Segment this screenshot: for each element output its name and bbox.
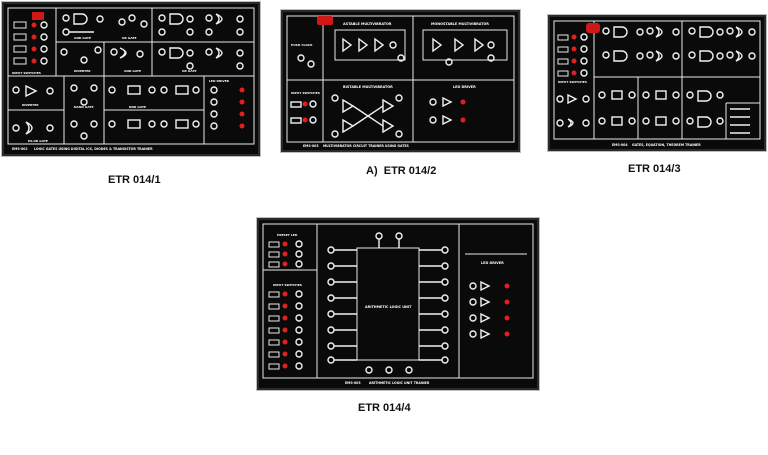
panel-2-circuit: ASTABLE MULTIVIBRATOR MONOSTABLE MULTIVI… — [286, 15, 515, 148]
label-input-switches: INPUT SWITCHES — [273, 283, 302, 287]
label-led-driver: LED DRIVER — [481, 261, 504, 265]
brand-badge — [317, 16, 333, 25]
led-driver-leds — [504, 283, 510, 337]
panel-1-footer-code: EMS-002 — [12, 147, 28, 151]
led-driver-leds — [239, 87, 245, 129]
label-led-driver: LED DRIVER — [209, 79, 230, 83]
label-preset-led: PRESET LED — [277, 233, 298, 237]
preset-leds — [268, 240, 303, 268]
label-or-gate-2: OR GATE — [182, 69, 197, 73]
label-nand-gate: NAND GATE — [74, 105, 94, 109]
label-astable-multivibrator: ASTABLE MULTIVIBRATOR — [343, 22, 392, 26]
caption-etr-014-4: ETR 014/4 — [358, 402, 411, 414]
trainer-panel-etr-014-4: PRESET LED INPUT SWITCHES ARITHMETIC LOG… — [257, 218, 539, 390]
label-bistable-multivibrator: BISTABLE MULTIVIBRATOR — [343, 85, 393, 89]
label-and-gate-2: AND GATE — [124, 69, 141, 73]
trainer-panel-etr-014-3: INPUT SWITCHES EMS-004 GATES, EQUATION, … — [548, 15, 766, 151]
label-nor-gate: NOR GATE — [129, 105, 146, 109]
panel-2-footer-title: MULTIVIBRATOR CIRCUIT TRAINER USING GATE… — [323, 144, 410, 148]
caption-etr-014-1: ETR 014/1 — [108, 174, 161, 186]
caption-etr-014-3: ETR 014/3 — [628, 163, 681, 175]
label-and-gate: AND GATE — [74, 36, 91, 40]
trainer-panel-etr-014-2: ASTABLE MULTIVIBRATOR MONOSTABLE MULTIVI… — [281, 10, 520, 152]
caption-prefix: A) — [366, 165, 378, 177]
label-arithmetic-logic-unit: ARITHMETIC LOGIC UNIT — [365, 305, 412, 309]
brand-badge — [32, 12, 44, 20]
brand-badge — [586, 23, 600, 33]
panel-3-footer-code: EMS-004 — [612, 143, 628, 147]
label-input-switches: INPUT SWITCHES — [558, 80, 587, 84]
label-ex-or-gate: EX-OR GATE — [28, 139, 48, 143]
panel-2-leds — [302, 99, 466, 123]
input-switch-group — [13, 21, 48, 65]
caption-etr-014-2: A) ETR 014/2 — [366, 165, 436, 177]
panel-4-circuit: PRESET LED INPUT SWITCHES ARITHMETIC LOG… — [262, 223, 534, 385]
panel-1-footer-title: LOGIC GATES USING DIGITAL ICS, DIODES & … — [34, 147, 153, 151]
panel-4-footer-code: EMS-003 — [345, 381, 361, 385]
panel-1-circuit: INPUT SWITCHES AND GATE OR GATE OR GATE … — [7, 7, 255, 151]
panel-3-footer-title: GATES, EQUATION, THEOREM TRAINER — [632, 143, 701, 147]
panel-4-footer-title: ARITHMETIC LOGIC UNIT TRAINER — [369, 381, 430, 385]
trainer-panel-etr-014-1: INPUT SWITCHES AND GATE OR GATE OR GATE … — [2, 2, 260, 156]
label-inverter: INVERTER — [22, 103, 39, 107]
label-inverter-2: INVERTER — [74, 69, 91, 73]
label-monostable-multivibrator: MONOSTABLE MULTIVIBRATOR — [431, 22, 489, 26]
label-input-switches: INPUT SWITCHES — [291, 91, 320, 95]
panel-3-circuit: INPUT SWITCHES EMS-004 GATES, EQUATION, … — [553, 20, 761, 147]
label-input-switches: INPUT SWITCHES — [12, 71, 41, 75]
label-led-driver: LED DRIVER — [453, 85, 476, 89]
input-switch-group — [268, 290, 303, 370]
input-switch-group — [557, 33, 588, 77]
label-or-gate: OR GATE — [122, 36, 137, 40]
caption-text: ETR 014/2 — [383, 165, 437, 177]
label-push-clock: PUSH CLOCK — [291, 43, 313, 47]
panel-2-footer-code: EMS-003 — [303, 144, 319, 148]
